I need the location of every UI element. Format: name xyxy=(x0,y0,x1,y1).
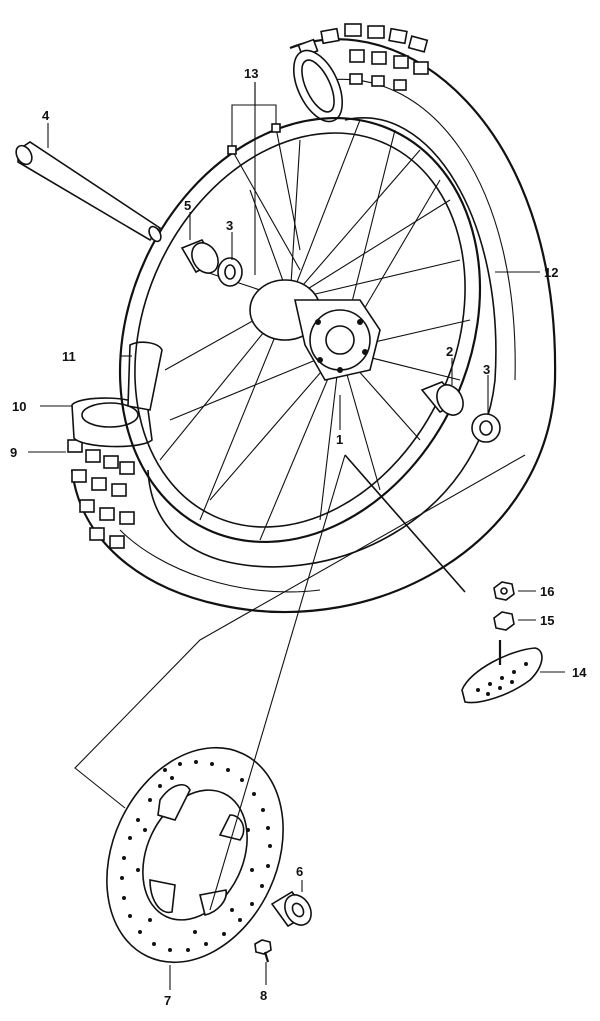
hub xyxy=(249,279,381,381)
tread-blocks-bottom xyxy=(67,439,135,549)
nut xyxy=(493,581,515,601)
tube-and-rim-band xyxy=(71,341,163,448)
callout-3-right: 3 xyxy=(483,362,490,377)
spokes xyxy=(159,119,471,541)
callout-2: 2 xyxy=(446,344,453,359)
callout-12: 12 xyxy=(544,265,558,280)
assembly-guide-lines xyxy=(74,454,526,911)
spacer-right xyxy=(420,381,464,416)
callout-14: 14 xyxy=(572,665,587,680)
leader-lines xyxy=(28,82,565,990)
callout-8: 8 xyxy=(260,988,267,1003)
callout-11: 11 xyxy=(62,349,76,364)
disc-bolt xyxy=(254,939,272,963)
callout-7: 7 xyxy=(164,993,171,1008)
axle xyxy=(15,141,162,243)
tire xyxy=(67,23,557,614)
callout-16: 16 xyxy=(540,584,554,599)
spacer-left xyxy=(180,239,219,274)
callout-labels: 1 2 3 3 4 5 6 7 8 9 10 11 12 13 14 15 16 xyxy=(10,66,587,1008)
callout-5: 5 xyxy=(184,198,191,213)
callout-6: 6 xyxy=(296,864,303,879)
callout-13: 13 xyxy=(244,66,258,81)
washer xyxy=(493,611,515,631)
rim-protector xyxy=(461,640,543,704)
callout-4: 4 xyxy=(42,108,50,123)
callout-3-left: 3 xyxy=(226,218,233,233)
bearing-right xyxy=(471,413,501,443)
callout-9: 9 xyxy=(10,445,17,460)
callout-1: 1 xyxy=(336,432,343,447)
brake-disc xyxy=(106,746,284,964)
collar xyxy=(270,890,312,928)
bearing-left xyxy=(217,257,243,287)
callout-10: 10 xyxy=(12,399,26,414)
callout-15: 15 xyxy=(540,613,554,628)
